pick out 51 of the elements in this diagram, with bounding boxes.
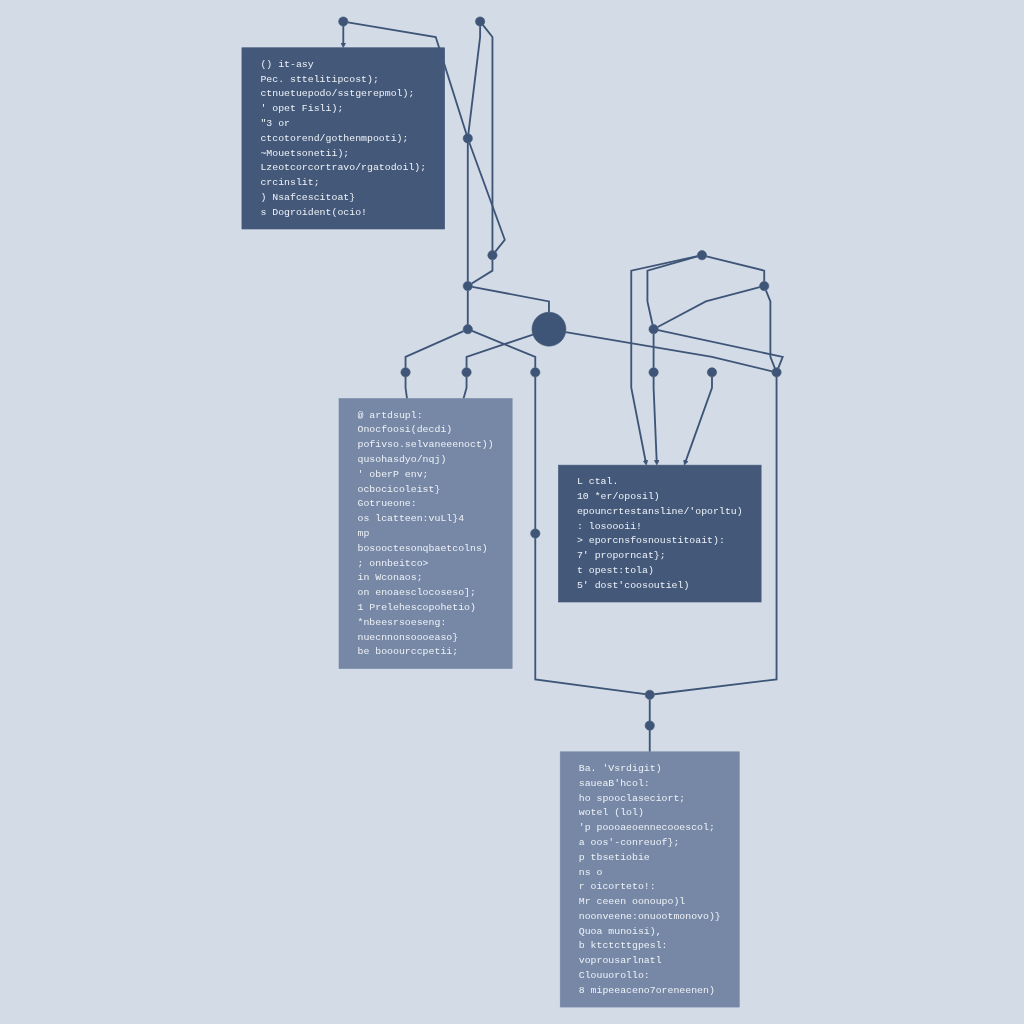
- connector: [646, 255, 699, 326]
- connector: [648, 729, 651, 753]
- node-circle: [531, 311, 566, 347]
- node-circle: [644, 720, 655, 731]
- connector: [346, 21, 467, 135]
- node-circle: [530, 528, 540, 539]
- connector: [656, 286, 761, 328]
- node-circle: [400, 367, 411, 378]
- node-circle: [462, 133, 473, 144]
- connector: [404, 330, 465, 369]
- connector: [471, 285, 550, 314]
- node-circle: [462, 324, 473, 335]
- node-box: [338, 398, 513, 669]
- connector: [466, 289, 469, 326]
- arrow: [340, 25, 346, 48]
- connector: [653, 376, 778, 696]
- connector: [404, 376, 408, 400]
- node-box: [241, 47, 445, 230]
- node-circle: [474, 16, 485, 27]
- connector: [648, 698, 651, 722]
- node-circle: [487, 250, 498, 261]
- connector: [656, 329, 784, 369]
- node-circle: [462, 281, 473, 291]
- node-circle: [338, 16, 348, 27]
- connector: [564, 331, 773, 373]
- node-box: [559, 751, 740, 1008]
- connector: [462, 376, 468, 400]
- node-circle: [771, 367, 782, 378]
- connector: [705, 255, 765, 283]
- connector: [534, 376, 536, 530]
- node-circle: [758, 281, 769, 291]
- connector: [764, 289, 776, 369]
- connector: [481, 24, 494, 252]
- connector: [467, 25, 481, 135]
- arrow: [683, 376, 713, 466]
- node-circle: [644, 689, 655, 700]
- arrow: [652, 376, 660, 466]
- network-diagram: () it-asy Pec. sttelitipcost); ctnuetuepodo/sstgerepmol); ' opet Fisli); "3 or ctcotorend/gothenmpooti); ~Mouetsonetii); Lzeotcorcortravo/rgatodoil); crcinslit; ) Nsafcescitoat} s Dogroident(ocio! @ artdsupl: Onocfoosi(decdi) pofivso.selvaneeenoct)) qusohasdyo/nqj) ' oberP env; ocbocicoleist} Gotrueone: os lcatteen:vuLl}4 mp bosooctesonqbaetcolns) ; onnbeitco> in Wconaos; on enoaesclocoseso]; 1 Prelehescopohetio) *nbeesrsoeseng: nuecnnonsoooeaso} be booourccpetii; L ctal. 10 *er/oposil) epouncrtestansline/'oporltu) : losoooii! > eporcnsfosnoustitoait): 7' proporncat}; t opest:tola) 5' dost'coosoutiel) Ba. 'Vsrdigit) saueaB'hcol: ho spooclaseciort; wotel (lol) 'p poooaeoennecooescol; a oos'-conreuof}; p tbsetiobie ns o r oicorteto!: Mr ceeen oonoupo)l noonveene:onuootmonovo)} Quoa munoisi), b ktctcttgpesl: voprousarlnatl Clouuorollo: 8 mipeeaceno7oreneenen): [236, 12, 788, 1012]
- node-circle: [648, 324, 659, 335]
- arrow: [630, 255, 699, 466]
- connector: [468, 141, 506, 253]
- node-circle: [696, 250, 707, 261]
- connector: [652, 332, 655, 369]
- node-circle: [706, 367, 717, 378]
- node-box: [557, 464, 762, 603]
- node-circle: [461, 367, 472, 378]
- node-circle: [648, 367, 659, 378]
- connector: [466, 142, 469, 283]
- connector: [470, 258, 494, 285]
- connector: [534, 537, 646, 696]
- node-circle: [530, 367, 540, 378]
